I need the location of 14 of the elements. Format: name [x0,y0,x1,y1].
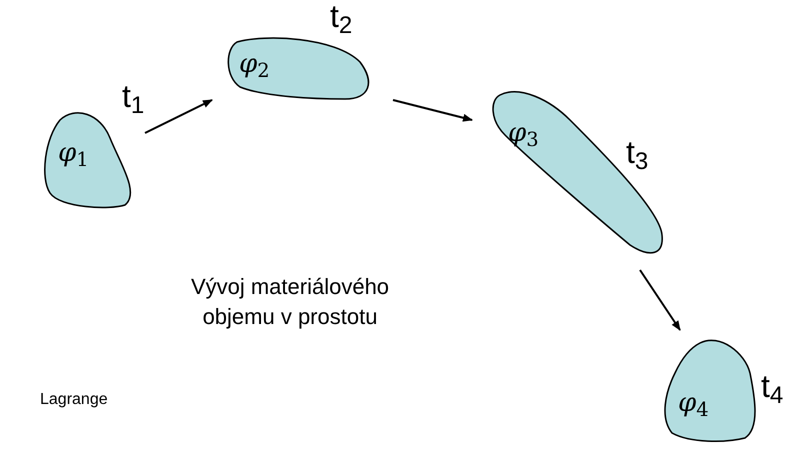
volume-symbol: φ$_{3}$ [508,120,539,146]
time-label: t$_{3}$ [626,136,648,168]
arrow [639,269,681,331]
time-label: t$_{4}$ [761,370,784,402]
arrow [144,99,213,134]
caption-text: Vývoj materiálového objemu v prostotu [190,273,390,331]
volume-blob [490,90,666,256]
volume-symbol: φ$_{1}$ [58,140,89,166]
volume-symbol: φ$_{4}$ [678,390,709,416]
time-label: t$_{2}$ [330,0,352,32]
arrow [392,99,473,122]
volume-symbol: φ$_{2}$ [239,51,270,77]
time-label: t$_{1}$ [122,80,144,112]
method-label: Lagrange [40,390,108,410]
